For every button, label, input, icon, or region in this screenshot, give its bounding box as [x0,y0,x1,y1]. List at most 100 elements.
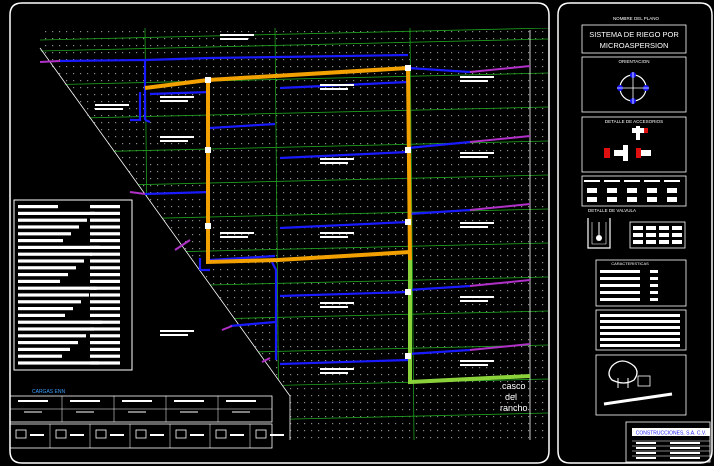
valve-label: DETALLE DE VALVULA [588,208,636,213]
grid-horizontal [40,72,548,86]
stamp-rows [632,440,710,459]
legend-text-stub [150,434,164,436]
sprinkler-logo-icon [603,360,673,406]
pipe-schedule-table [13,199,133,371]
label-stub [320,372,348,374]
valve-marker [205,147,211,153]
valve-cell [633,240,643,244]
grid-vertical [409,28,415,440]
note-row [600,291,640,294]
table-row-bar [90,279,120,283]
table-row-bar [90,245,120,249]
table-row-bar [18,286,97,290]
data-cell [604,180,620,182]
table-row-bar [18,347,70,351]
table-row-bar [90,320,120,324]
label-stub [95,108,123,110]
legend-title: CARGAS ENN [32,389,65,395]
label-stub [160,96,194,98]
label-stub [460,300,488,302]
main-pipe-green [408,260,531,385]
notes-label: CARACTERISTICAS [611,261,649,266]
legend-text-stub [230,434,244,436]
lateral-pipe [279,150,409,160]
lateral-pipe [407,348,471,356]
stamp-cell [636,442,656,444]
legend-text-stub [190,434,204,436]
valve-cell [672,240,682,244]
orientation-label: ORIENTACION [619,59,650,64]
title-line2: MICROASPERSION [600,41,669,50]
material-row [600,320,680,323]
main-lines [144,65,531,385]
table-rows [18,205,120,365]
table-row-bar [18,273,68,277]
field-diagonal-boundary [39,47,291,397]
stamp-cell [636,452,656,454]
lateral-pipe [209,122,276,130]
table-row-bar [18,218,87,222]
label-stub [320,302,354,304]
valve-marker [405,147,411,153]
valve-cell [633,233,643,237]
company-name: CONSTRUCCIONES, S.A. C.V. [636,431,706,437]
data-cell [607,188,617,193]
casco-word2: del [505,392,517,402]
lateral-end [469,65,531,73]
bottom-legend: CARGAS ENN [9,389,284,449]
material-list-rows [600,314,680,347]
lateral-end [469,135,531,143]
label-stub [320,368,354,370]
label-stub [460,222,494,224]
grid-horizontal [40,38,548,52]
label-stub [460,296,494,298]
table-row-bar [90,354,120,358]
valve-marker [205,223,211,229]
data-cell [644,180,660,182]
table-row-bar [18,211,95,215]
plano-label: NOMBRE DEL PLANO [613,16,660,21]
table-row-bar [90,211,120,215]
data-cell [584,180,600,182]
table-row-bar [90,239,120,243]
table-row-bar [18,266,76,270]
stamp-cell [670,447,700,449]
data-cell [667,188,677,193]
stamp-cell [670,442,700,444]
data-cell [587,197,597,202]
lateral-pipe [271,261,278,360]
lateral-pipe [144,56,211,62]
grid-horizontal [40,106,548,120]
lateral-pipe [209,54,346,60]
data-cell [647,188,657,193]
table-row-bar [18,354,62,358]
label-stub [160,136,194,138]
table-row-bar [90,313,120,317]
table-row-bar [90,259,120,263]
characteristics-rows [600,270,658,301]
lateral-pipe [407,284,471,292]
fittings-label: DETALLE DE ACCESORIOS [605,119,663,124]
casco-word3: rancho [500,403,528,413]
table-row-bar [18,232,71,236]
label-stub [460,76,494,78]
data-cell [627,188,637,193]
table-row-bar [90,307,120,311]
material-row [600,314,680,317]
table-row-bar [18,293,89,297]
note-row [650,270,658,273]
legend-text-stub [226,400,256,402]
legend-symbol [15,429,27,439]
legend-text-stub [122,400,152,402]
legend-cells [9,396,284,448]
table-row-bar [18,334,86,338]
legend-text-stub [30,434,44,436]
note-row [600,284,640,287]
table-row-bar [18,307,73,311]
table-row-bar [90,273,120,277]
label-stub [460,364,488,366]
note-row [650,298,658,301]
legend-text-stub [18,400,48,402]
data-cell [664,180,680,182]
label-stub [220,38,248,40]
